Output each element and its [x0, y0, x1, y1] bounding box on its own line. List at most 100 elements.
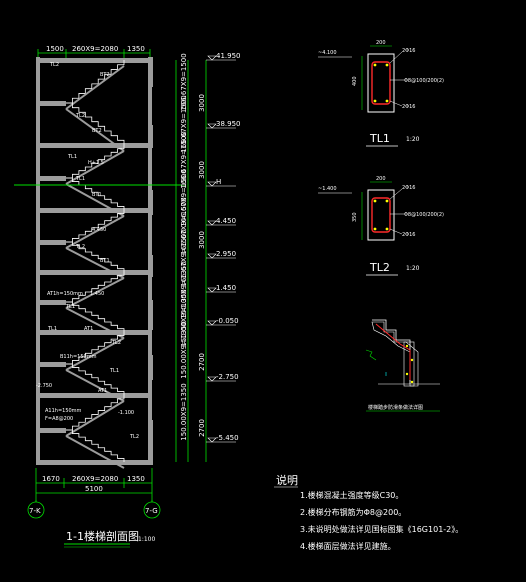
top-dimension: 1500 260X9=2080 1350: [37, 45, 151, 58]
flight-slab: [65, 150, 125, 185]
elevation-symbol: [207, 220, 217, 226]
tl1-stirrup-label: Φ8@100/200(2): [404, 78, 444, 84]
stair-flight: [66, 241, 125, 272]
tl1-width: 200: [376, 40, 386, 46]
elevation-symbol: [207, 287, 217, 293]
stair-flight: [66, 301, 125, 332]
stair-flight: [66, 145, 125, 179]
member-tag-b: AT1: [84, 326, 93, 332]
floor-slab: [36, 208, 152, 213]
member-tag: TL1: [109, 368, 119, 374]
right-dim: 150.00X9=1350: [180, 261, 188, 318]
stair-flight: [66, 210, 125, 243]
tl2-stirrup: [371, 197, 391, 233]
top-dim-1: 1500: [46, 45, 64, 53]
floor-slab: [36, 58, 152, 63]
axis-bubble-right: [143, 501, 161, 519]
flight-slab: [65, 369, 125, 402]
bottom-dim-3: 1350: [127, 475, 145, 483]
flight-slab: [65, 435, 125, 469]
member-tag: TL2: [111, 340, 121, 346]
floor-slab: [36, 393, 152, 398]
bottom-dim-2: 260X9=2080: [72, 475, 118, 483]
axis-bubbles: 7-K 7-G: [27, 500, 161, 519]
flight-slab: [65, 247, 125, 279]
right-dim: 150.00X9=1350: [180, 289, 188, 346]
floor-slab: [36, 460, 152, 465]
right-dim: 3000: [198, 161, 206, 179]
elevation-symbol: [207, 181, 217, 187]
stair-flight: [66, 363, 125, 395]
elevation-markers: 41.95038.950H4.4502.9501.450-0.050-2.750…: [206, 52, 241, 443]
landing-slab: [36, 176, 66, 181]
member-tag-b: AT1: [98, 388, 107, 394]
step-detail: 楼梯踏步防滑条做法详图: [365, 319, 440, 412]
landing-slab: [36, 101, 66, 106]
tl1-scale: 1:20: [406, 136, 420, 143]
tl2-width: 200: [376, 176, 386, 182]
member-tag: TL2: [129, 434, 139, 440]
left-level-1: H+1.5: [88, 160, 104, 166]
member-tag: TL2: [75, 244, 85, 250]
tl1-title: TL1: [369, 132, 390, 145]
axis-bubble-left: [27, 501, 45, 519]
stair-flight: [66, 395, 125, 431]
floor-slab: [36, 330, 152, 335]
elevation-label: 38.950: [216, 120, 241, 128]
tl2-top-bar: 2Φ16: [402, 185, 415, 191]
left-level-4: -1.100: [118, 410, 134, 416]
elevation-label: -0.050: [216, 317, 239, 325]
note-3: 3.未说明处做法详见国标图集《16G101-2》。: [300, 524, 463, 534]
section-title: 1-1楼梯剖面图: [66, 529, 139, 543]
left-level-3: 1.450: [90, 291, 104, 297]
tl1-top-bar: 2Φ16: [402, 48, 415, 54]
flight-slab: [65, 108, 125, 152]
right-dim: 150.00X9=1350: [180, 383, 188, 440]
floor-slabs: [36, 58, 152, 465]
stair-flight: [66, 429, 125, 462]
right-dim: 2700: [198, 419, 206, 437]
right-dim: 3000: [198, 94, 206, 112]
note-4: 4.楼梯面层做法详见建施。: [300, 541, 396, 551]
note-1: 1.楼梯混凝土强度等级C30。: [300, 490, 403, 500]
elevation-symbol: [207, 123, 217, 129]
tl1-stirrup: [371, 61, 391, 105]
slab-note-3: A11h=150mm: [45, 408, 82, 414]
member-tag-b: BT2: [92, 128, 102, 134]
tl1-level: ~4.100: [318, 50, 337, 56]
elevation-symbol: [207, 253, 217, 259]
stair-flight: [66, 102, 125, 145]
flight-slab: [65, 277, 125, 309]
tl1-section: [367, 53, 395, 113]
elevation-symbol: [207, 376, 217, 382]
stair-flight: [66, 332, 125, 365]
left-level-2: 4.450: [92, 227, 106, 233]
left-level-labels: H+1.5 4.450 1.450 -1.100 -2.750: [36, 160, 134, 416]
tl1-depth: 400: [352, 76, 358, 86]
elevation-label: H: [216, 178, 221, 186]
elevation-symbol: [207, 320, 217, 326]
tl2-level: ~1.400: [318, 186, 337, 192]
elevation-symbol: [207, 437, 217, 443]
elevation-label: 1.450: [216, 284, 236, 292]
axis-label-left: 7-K: [29, 507, 41, 515]
flight-slab: [65, 215, 125, 249]
landing-slab: [36, 300, 66, 305]
flight-slab: [65, 337, 125, 371]
notes-heading: 说明: [276, 473, 298, 487]
tl2-detail: ~1.400 200 350 2Φ16 Φ8@100/200(2) 2Φ16 T…: [318, 176, 444, 276]
member-tags: TL2TL2TL1TL1TL2TL1TL2TL1TL1TL2BT2BT2BT1B…: [47, 62, 139, 440]
bottom-dim-total: 5100: [85, 485, 103, 493]
member-tag-b: BT1: [100, 258, 110, 264]
top-dim-2: 260X9=2080: [72, 45, 118, 53]
elevation-label: 4.450: [216, 217, 236, 225]
right-dim: 150.00X9=1350: [180, 321, 188, 378]
right-dim: 166.67X9=1500: [180, 229, 188, 286]
slab-note-4: F=A8@200: [45, 416, 73, 422]
member-tag-b: BT1: [92, 192, 102, 198]
member-tag-b: BT2: [100, 72, 110, 78]
tl2-section: [367, 189, 395, 241]
right-dimension-lines: [175, 60, 207, 462]
right-dim: 2700: [198, 353, 206, 371]
